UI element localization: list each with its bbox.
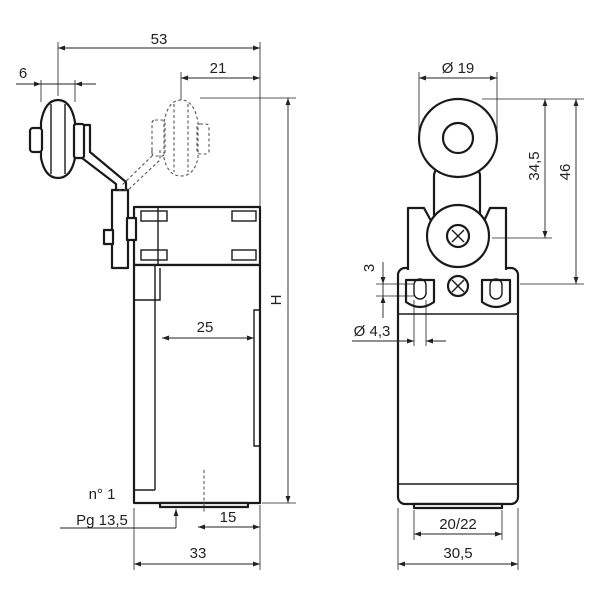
head-window-top-right: [231, 210, 257, 222]
dim-body-width: 33: [133, 508, 261, 570]
mounting-slot-right: [480, 278, 512, 309]
dim-label-53: 53: [151, 31, 168, 48]
dim-label-34-5: 34,5: [526, 151, 543, 180]
dim-label-20-22: 20/22: [439, 516, 477, 533]
dim-label-15: 15: [220, 509, 237, 526]
body-side-recess: [253, 309, 260, 447]
roller-side: [39, 98, 77, 180]
dim-slot: 3: [361, 262, 414, 318]
head-window-bottom-left: [140, 249, 168, 261]
dim-label-25: 25: [197, 319, 214, 336]
dim-roller-height: 34,5: [482, 98, 584, 239]
dim-mount-spacing: 20/22: [413, 510, 503, 540]
lever-shaft: [125, 216, 138, 242]
roller-hub-right: [72, 122, 86, 160]
dim-hole-dia: Ø 4,3: [352, 300, 446, 346]
dim-label-33: 33: [190, 545, 207, 562]
dim-alt-offset: 21: [180, 60, 260, 100]
alternate-lever-position: [118, 99, 210, 191]
lever-arm: [80, 123, 128, 192]
dim-label-21: 21: [210, 60, 227, 77]
head-window-bottom-right: [231, 249, 257, 261]
side-view: 53 6 21 H 25 15: [16, 31, 296, 570]
dim-label-6: 6: [19, 65, 27, 82]
dim-label-30-5: 30,5: [443, 545, 472, 562]
dim-label-3: 3: [361, 264, 378, 272]
dim-overall-width: 53: [57, 31, 261, 206]
dim-lever-height: 46: [520, 99, 584, 285]
hub-screw: [102, 228, 115, 246]
dim-label-hole-dia: Ø 4,3: [354, 323, 391, 340]
dim-depth: 25: [162, 319, 254, 341]
conduit-callout: n° 1 Pg 13,5: [60, 486, 179, 529]
dim-conduit-offset: 15: [198, 505, 261, 532]
body-cover-edge: [134, 268, 161, 301]
lever-hub-plate: [110, 188, 130, 270]
dim-height: H: [200, 97, 296, 504]
front-roller-axle: [441, 121, 475, 155]
conduit-number: n° 1: [89, 486, 116, 503]
front-hub-screw-cross-icon: [451, 229, 465, 243]
dim-label-roller-dia: Ø 19: [442, 60, 475, 77]
dim-roller-width: 6: [16, 65, 96, 102]
head-housing: [132, 205, 262, 267]
conduit-thread: Pg 13,5: [76, 512, 128, 529]
front-conduit-entry: [412, 502, 504, 510]
head-window-top-left: [140, 210, 168, 222]
front-cover-screw-cross-icon: [451, 279, 465, 293]
mounting-slot-left: [404, 278, 436, 309]
dim-label-46: 46: [557, 164, 574, 181]
dim-label-H: H: [268, 295, 285, 306]
dim-front-body-width: 30,5: [397, 508, 519, 570]
roller-hub-left: [28, 126, 44, 154]
dim-roller-dia: Ø 19: [418, 60, 498, 136]
front-view: Ø 19 34,5 46 3 Ø 4,3: [352, 60, 584, 570]
